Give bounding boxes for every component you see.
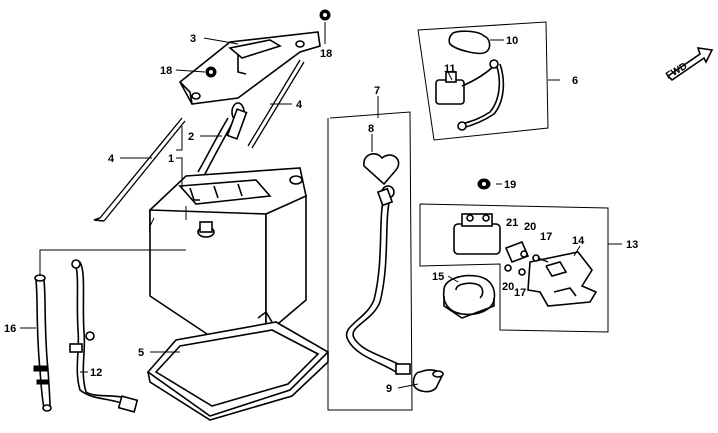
- terminal-cover-8: [363, 153, 400, 186]
- battery-tray: [146, 310, 330, 421]
- rod-left: [93, 117, 186, 222]
- callout-8: 8: [368, 123, 374, 135]
- callout-2: 2: [188, 131, 194, 143]
- callout-1: 1: [168, 153, 174, 165]
- fwd-label: FWD: [664, 61, 689, 82]
- terminal-cap-2: [197, 102, 248, 177]
- callout-20-bottom: 20: [502, 281, 514, 293]
- callout-20-top: 20: [524, 221, 536, 233]
- callout-19: 19: [504, 179, 516, 191]
- callout-9: 9: [386, 383, 392, 395]
- callout-18-left: 18: [160, 65, 172, 77]
- grommet-19: [477, 178, 491, 190]
- callout-10: 10: [506, 35, 518, 47]
- callout-16: 16: [4, 323, 16, 335]
- callout-6: 6: [572, 75, 578, 87]
- leader-lines: [20, 22, 622, 389]
- leader-battery-tube: [39, 249, 186, 276]
- relay-holder-15: [442, 274, 496, 319]
- relay-group-13-frame: [419, 203, 609, 333]
- relay-switch-11: [435, 59, 505, 131]
- callout-12: 12: [90, 367, 102, 379]
- callout-5: 5: [138, 347, 144, 359]
- nut-18-right: [319, 9, 331, 21]
- rod-right: [247, 59, 305, 149]
- callout-3: 3: [190, 33, 196, 45]
- vent-tube: [33, 274, 52, 412]
- terminal-boot-9: [412, 369, 444, 393]
- callout-11: 11: [444, 63, 456, 75]
- callout-17-bottom: 17: [514, 287, 526, 299]
- starter-cable: [345, 185, 411, 375]
- callout-13: 13: [626, 239, 638, 251]
- battery-bracket: [178, 31, 321, 105]
- relay-group-6-frame: [417, 21, 549, 141]
- callout-4-right: 4: [296, 99, 303, 111]
- negative-cable: [69, 259, 139, 413]
- battery: [149, 167, 307, 337]
- callout-4-left: 4: [108, 153, 115, 165]
- fwd-arrow: FWD: [664, 47, 714, 82]
- callout-17-top: 17: [540, 231, 552, 243]
- callout-14: 14: [572, 235, 585, 247]
- bracket-14: [527, 251, 598, 307]
- cable-group-7-frame: [327, 111, 413, 411]
- callout-21: 21: [506, 217, 518, 229]
- relay-cover-10: [448, 30, 491, 55]
- callout-15: 15: [432, 271, 444, 283]
- callout-7: 7: [374, 85, 380, 97]
- nut-18-left: [205, 66, 217, 78]
- washers-20-17: [504, 250, 549, 276]
- starter-relay: [453, 213, 501, 255]
- callout-18-right: 18: [320, 48, 332, 60]
